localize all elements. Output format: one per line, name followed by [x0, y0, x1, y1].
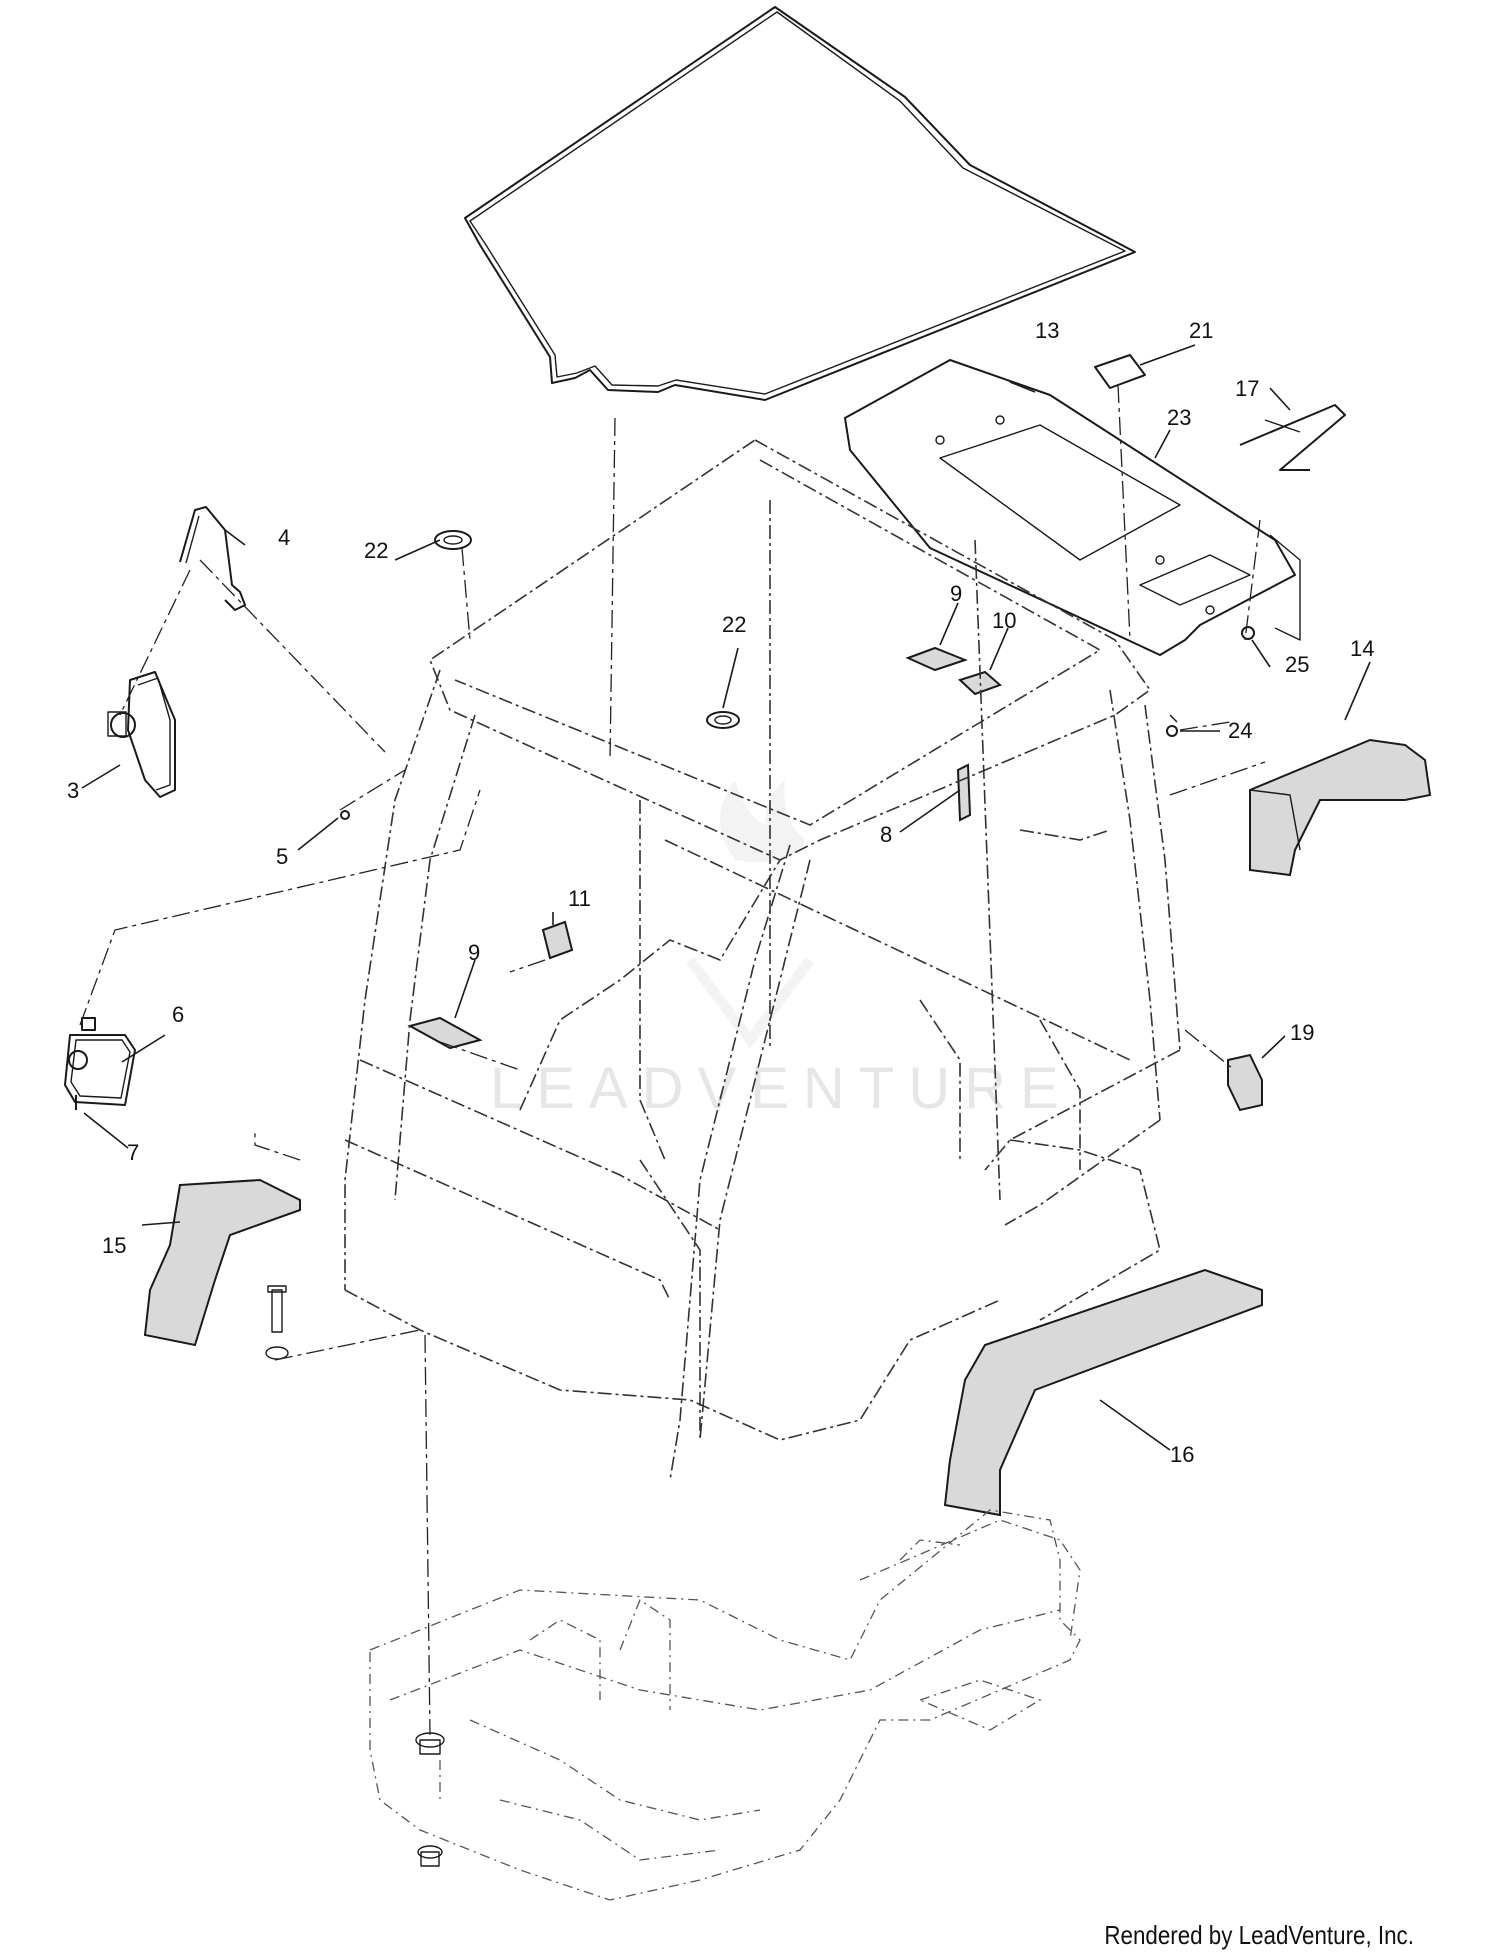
decal-part-9-upper[interactable]	[905, 646, 968, 672]
callout-labels: 13 21 17 23 4 22 9 22 10 14 25 24 3 5 8 …	[67, 318, 1374, 1467]
nut-part-25[interactable]	[1241, 626, 1255, 640]
decal-part-8[interactable]	[956, 763, 972, 822]
callout-7: 7	[127, 1140, 139, 1165]
callout-25: 25	[1285, 652, 1309, 677]
callout-9-upper: 9	[950, 581, 962, 606]
render-credit: Rendered by LeadVenture, Inc.	[1104, 1920, 1414, 1950]
grommet-part-22-right[interactable]	[706, 711, 740, 729]
rear-bracket-part-23[interactable]	[844, 359, 1301, 656]
screw-part-5[interactable]	[340, 810, 350, 820]
callout-11: 11	[568, 886, 591, 911]
callout-16: 16	[1170, 1442, 1194, 1467]
callout-3: 3	[67, 778, 79, 803]
callout-24: 24	[1228, 718, 1252, 743]
pad-part-19[interactable]	[1227, 1053, 1263, 1112]
long-trim-part-16[interactable]	[943, 1268, 1263, 1517]
callout-8: 8	[880, 822, 892, 847]
cab-frame-phantom	[344, 439, 1181, 1481]
callout-14: 14	[1350, 636, 1374, 661]
callout-19: 19	[1290, 1020, 1314, 1045]
mirror-part-6[interactable]	[64, 1017, 136, 1106]
decal-part-11[interactable]	[541, 920, 574, 960]
mirror-part-3[interactable]	[107, 671, 176, 798]
callout-21: 21	[1189, 318, 1213, 343]
callout-23: 23	[1167, 405, 1191, 430]
callout-4: 4	[278, 525, 290, 550]
callout-22-right: 22	[722, 612, 746, 637]
callout-6: 6	[172, 1002, 184, 1027]
callout-13: 13	[1035, 318, 1059, 343]
callout-10: 10	[992, 608, 1016, 633]
callout-15: 15	[102, 1233, 126, 1258]
callout-5: 5	[276, 844, 288, 869]
bolt-hardware	[265, 1285, 289, 1360]
mirror-arm-part-4[interactable]	[179, 506, 246, 611]
assembly-lines	[79, 384, 1266, 1736]
watermark-logo	[686, 780, 814, 1049]
decal-part-9-lower[interactable]	[407, 1016, 483, 1050]
chassis-phantom	[369, 1509, 1081, 1901]
roof-seal-part-13[interactable]	[464, 6, 1136, 401]
screw-part-24[interactable]	[1166, 714, 1178, 737]
grommet-part-22-left[interactable]	[434, 530, 472, 550]
callout-22-left: 22	[364, 538, 388, 563]
grommet-part-21[interactable]	[1094, 354, 1146, 389]
leader-lines	[81, 344, 1371, 1451]
left-trim-part-15[interactable]	[143, 1178, 301, 1347]
rod-part-17[interactable]	[1239, 404, 1346, 471]
right-trim-part-14[interactable]	[1249, 738, 1432, 877]
isolator-mount	[415, 1732, 445, 1867]
callout-17: 17	[1235, 376, 1259, 401]
callout-9-lower: 9	[468, 940, 480, 965]
watermark-text: LEADVENTURE	[490, 1056, 1073, 1121]
